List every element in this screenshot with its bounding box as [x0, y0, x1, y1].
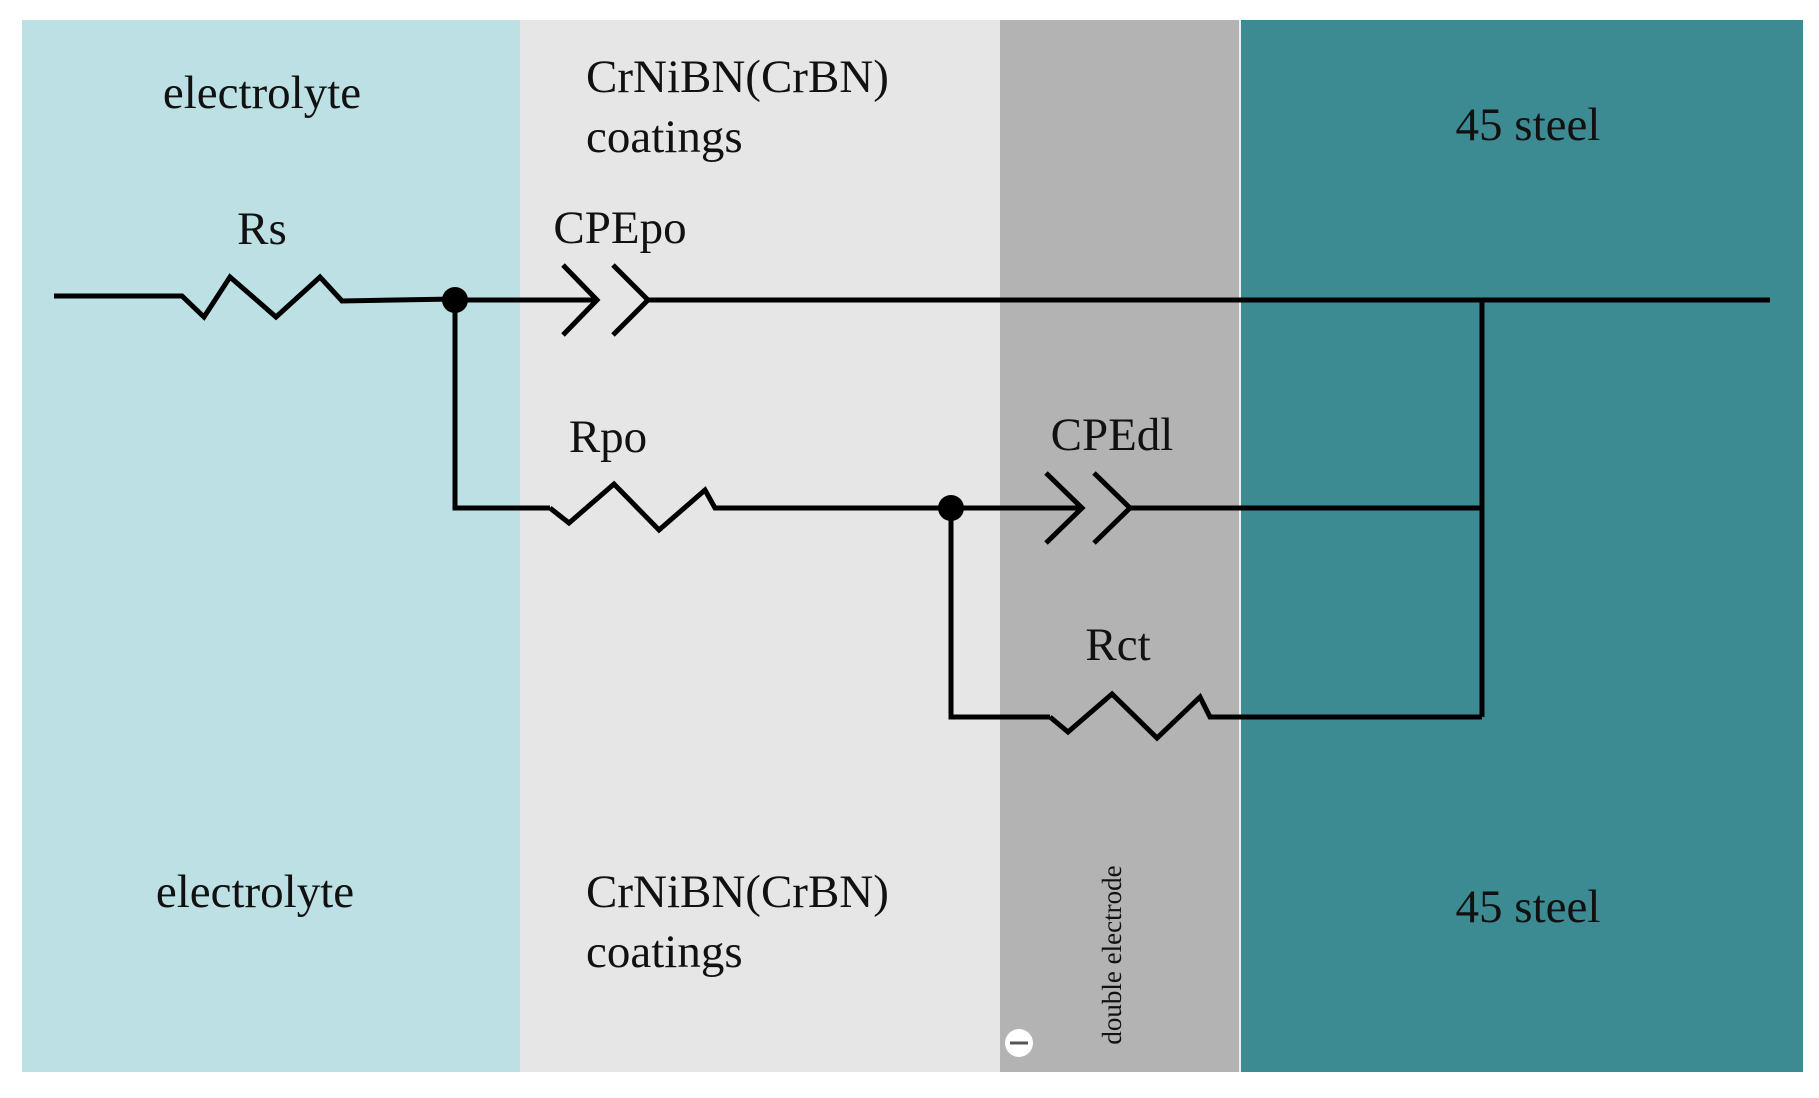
rpo-branch-wire — [452, 300, 550, 511]
rs-label: Rs — [237, 203, 287, 255]
coating-bottom-label-line2: coatings — [586, 926, 743, 978]
electrolyte-bottom-label: electrolyte — [156, 866, 354, 918]
coating-bottom-label-line1: CrNiBN(CrBN) — [586, 866, 889, 918]
steel-top-label: 45 steel — [1456, 99, 1601, 151]
double-electrode-label: double electrode — [1097, 865, 1127, 1044]
electrolyte-top-label: electrolyte — [163, 67, 361, 119]
rct-resistor — [1048, 690, 1482, 742]
rs-resistor — [54, 273, 456, 321]
r-po-label: Rpo — [569, 411, 647, 463]
steel-bottom-label: 45 steel — [1456, 881, 1601, 933]
double-layer-region — [1000, 20, 1240, 1072]
r-ct-label: Rct — [1085, 619, 1150, 671]
rpo-resistor — [548, 480, 950, 534]
rct-branch-wire — [948, 508, 1050, 720]
cpe-dl-label: CPEdl — [1051, 409, 1174, 461]
cpe-po-label: CPEpo — [553, 202, 686, 254]
steel-region — [1240, 20, 1803, 1072]
coating-region — [520, 20, 1000, 1072]
coating-top-label-line1: CrNiBN(CrBN) — [586, 51, 889, 103]
coating-top-label-line2: coatings — [586, 111, 743, 163]
minus-icon — [1005, 1029, 1033, 1057]
electrolyte-region — [22, 20, 520, 1072]
